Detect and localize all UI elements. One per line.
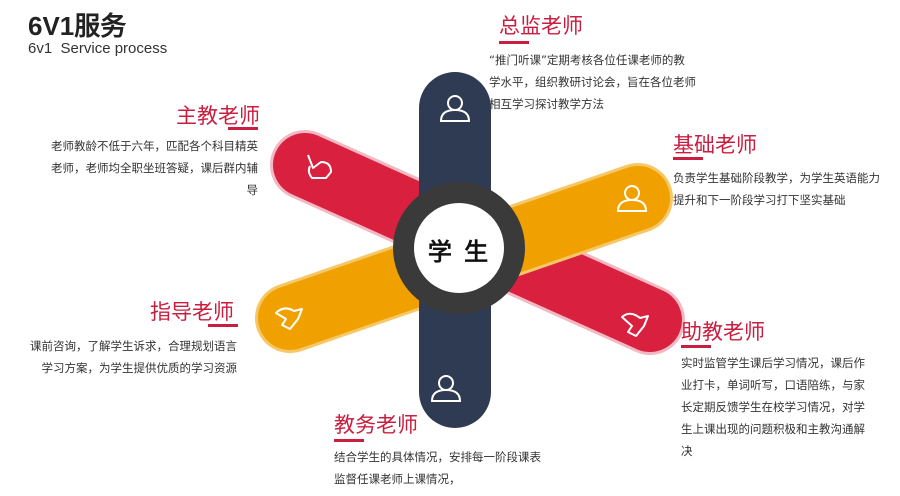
desc-line: 负责学生基础阶段教学，为学生英语能力 <box>673 171 880 185</box>
center-ring <box>393 182 525 314</box>
main-teacher-desc: 老师教龄不低于六年，匹配各个科目精英 老师，老师均全职坐班答疑，课后群内辅 导 <box>20 135 258 201</box>
basic-teacher-underline <box>673 157 703 160</box>
desc-line: 课前咨询，了解学生诉求，合理规划语言 <box>30 339 237 353</box>
desc-line: 学水平，组织教研讨论会，旨在各位老师 <box>489 75 696 89</box>
user-icon <box>616 185 648 212</box>
desc-line: 实时监管学生课后学习情况，课后作 <box>681 356 865 370</box>
assistant-teacher-underline <box>681 345 711 348</box>
page-subtitle: 6v1 Service process <box>28 40 168 57</box>
desc-line: 决 <box>681 444 693 458</box>
hand-icon <box>275 307 303 330</box>
desc-line: 结合学生的具体情况，安排每一阶段课表 <box>334 450 541 464</box>
hand-icon <box>307 154 332 179</box>
user-icon <box>430 375 462 402</box>
desc-line: 提升和下一阶段学习打下坚实基础 <box>673 193 846 207</box>
page-title: 6V1服务 <box>28 11 127 41</box>
academic-teacher-underline <box>334 439 364 442</box>
guide-teacher-desc: 课前咨询，了解学生诉求，合理规划语言 学习方案，为学生提供优质的学习资源 <box>10 335 237 379</box>
assistant-teacher-title: 助教老师 <box>681 320 765 344</box>
desc-line: “推门听课”定期考核各位任课老师的教 <box>489 53 685 67</box>
basic-teacher-desc: 负责学生基础阶段教学，为学生英语能力 提升和下一阶段学习打下坚实基础 <box>673 167 898 211</box>
desc-line: 导 <box>246 183 259 197</box>
basic-teacher-title: 基础老师 <box>673 133 757 157</box>
academic-teacher-desc: 结合学生的具体情况，安排每一阶段课表 监督任课老师上课情况， <box>334 446 579 490</box>
guide-teacher-underline <box>208 324 238 327</box>
desc-line: 学习方案，为学生提供优质的学习资源 <box>41 361 238 375</box>
supervisor-title: 总监老师 <box>499 14 583 38</box>
supervisor-desc: “推门听课”定期考核各位任课老师的教 学水平，组织教研讨论会，旨在各位老师 相互… <box>489 49 749 115</box>
assistant-teacher-desc: 实时监管学生课后学习情况，课后作 业打卡，单词听写，口语陪练，与家 长定期反馈学… <box>681 352 891 462</box>
desc-line: 老师教龄不低于六年，匹配各个科目精英 <box>51 139 258 153</box>
academic-teacher-title: 教务老师 <box>334 413 418 437</box>
desc-line: 长定期反馈学生在校学习情况，对学 <box>681 400 865 414</box>
supervisor-underline <box>499 41 529 44</box>
guide-teacher-title: 指导老师 <box>150 300 234 324</box>
main-teacher-title: 主教老师 <box>176 104 260 128</box>
user-icon <box>439 95 471 122</box>
center-label: 学 生 <box>427 238 491 266</box>
hand-icon <box>621 312 649 337</box>
main-teacher-underline <box>228 127 258 130</box>
desc-line: 监督任课老师上课情况， <box>334 472 461 486</box>
desc-line: 老师，老师均全职坐班答疑，课后群内辅 <box>51 161 258 175</box>
desc-line: 相互学习探讨教学方法 <box>489 97 604 111</box>
desc-line: 业打卡，单词听写，口语陪练，与家 <box>681 378 865 392</box>
desc-line: 生上课出现的问题积极和主教沟通解 <box>681 422 865 436</box>
